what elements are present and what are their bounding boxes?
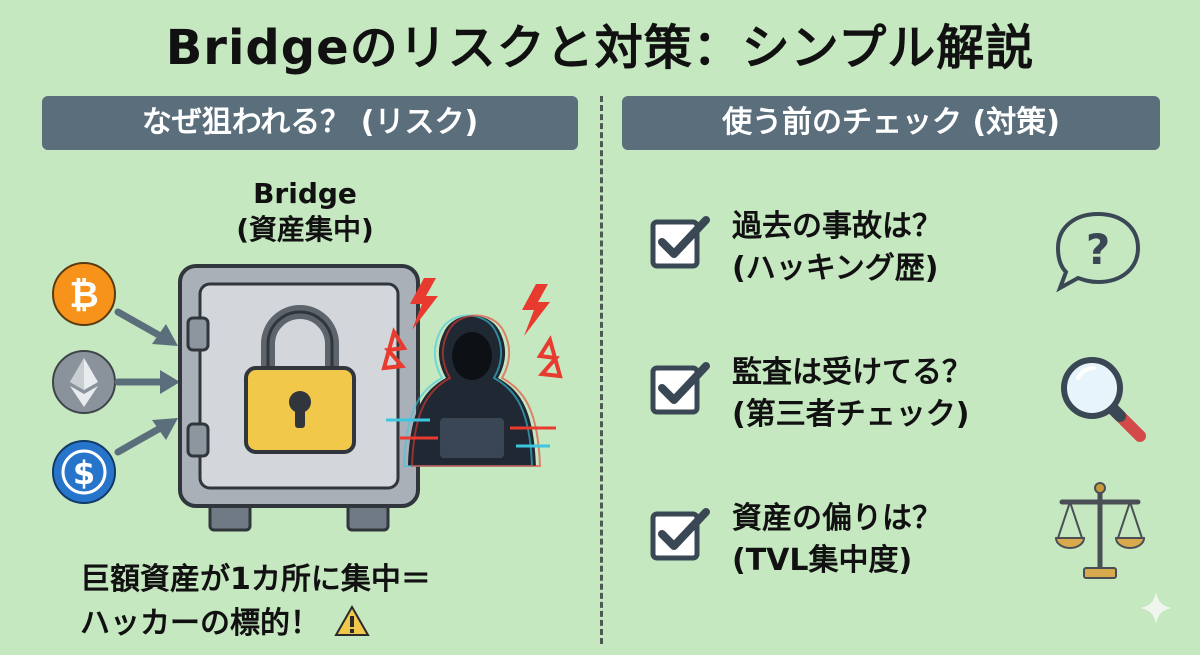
risk-summary: 巨額資産が1カ所に集中＝ ハッカーの標的！ bbox=[80, 558, 580, 646]
checklist-item-audit: 監査は受けてる？ (第三者チェック) bbox=[640, 352, 1120, 442]
inflow-arrows bbox=[114, 308, 180, 456]
checkbox-checked-icon bbox=[650, 216, 710, 269]
svg-text:?: ? bbox=[1086, 225, 1110, 274]
section-divider bbox=[600, 96, 603, 644]
arrow-icon bbox=[114, 370, 180, 394]
balance-scale-icon bbox=[1054, 482, 1146, 579]
bridge-title: Bridge bbox=[253, 177, 357, 210]
checkbox-checked-icon bbox=[650, 508, 710, 561]
arrow-icon bbox=[114, 418, 178, 456]
warning-icon bbox=[334, 605, 371, 636]
checklist-item-text: 監査は受けてる？ (第三者チェック) bbox=[732, 352, 1052, 436]
magnifier-icon bbox=[1061, 357, 1146, 442]
countermeasure-section-header: 使う前のチェック (対策) bbox=[622, 96, 1160, 150]
page-title: Bridgeのリスクと対策：シンプル解説 bbox=[165, 20, 1035, 76]
checklist-item-title: 監査は受けてる？ bbox=[732, 355, 972, 390]
checklist-item-subtitle: (第三者チェック) bbox=[732, 397, 970, 432]
sparkle-icon bbox=[1140, 592, 1172, 624]
risk-line-1: 巨額資産が1カ所に集中＝ bbox=[80, 562, 431, 597]
svg-text:₿: ₿ bbox=[69, 275, 98, 316]
checklist-item-incident-history: 過去の事故は？ (ハッキング歴) bbox=[640, 206, 1120, 296]
hacker-icon bbox=[381, 278, 563, 467]
risk-line-2: ハッカーの標的！ bbox=[80, 602, 580, 646]
bitcoin-icon: ₿ bbox=[52, 262, 116, 326]
padlock-icon bbox=[244, 305, 356, 454]
ethereum-icon bbox=[52, 350, 116, 414]
alert-lightning-icon bbox=[381, 278, 563, 379]
vault-safe-icon bbox=[178, 264, 420, 532]
checkbox-checked-icon bbox=[650, 362, 710, 415]
checklist-item-tvl-concentration: 資産の偏りは？ (TVL集中度) bbox=[640, 498, 1120, 588]
usdc-icon: $ bbox=[52, 440, 116, 504]
arrow-icon bbox=[114, 308, 178, 346]
checklist-item-title: 過去の事故は？ bbox=[732, 209, 942, 244]
checklist-item-title: 資産の偏りは？ bbox=[732, 501, 942, 536]
bridge-subtitle: (資産集中) bbox=[236, 213, 374, 246]
checklist-item-subtitle: (TVL集中度) bbox=[732, 543, 913, 578]
question-bubble-icon: ? bbox=[1055, 211, 1141, 293]
checklist-item-text: 過去の事故は？ (ハッキング歴) bbox=[732, 206, 1052, 290]
bridge-label: Bridge (資産集中) bbox=[180, 176, 430, 248]
svg-text:$: $ bbox=[73, 454, 95, 492]
risk-section-header: なぜ狙われる？ (リスク) bbox=[42, 96, 578, 150]
checklist-item-text: 資産の偏りは？ (TVL集中度) bbox=[732, 498, 1052, 582]
risk-line-2-text: ハッカーの標的！ bbox=[80, 606, 320, 641]
crypto-coins: ₿ $ bbox=[52, 262, 116, 504]
checklist-item-subtitle: (ハッキング歴) bbox=[732, 251, 939, 286]
